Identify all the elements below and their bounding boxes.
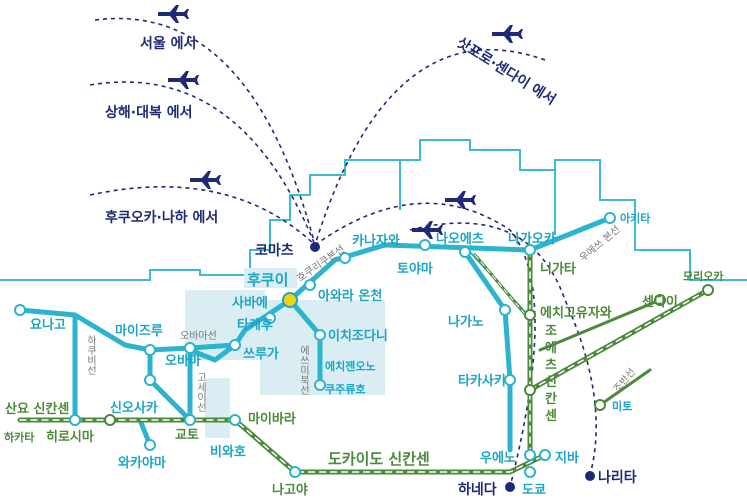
label-maibara: 마이바라 [248, 411, 296, 427]
label-joetsu-3: 츠 [545, 358, 557, 373]
station-markers-green [104, 284, 714, 426]
label-hakubi-line: 하쿠비선 [85, 334, 97, 375]
label-hokuriku-main-line: 호쿠리쿠본선 [295, 243, 347, 284]
airplane-icon [168, 71, 199, 89]
airplane-icon [190, 171, 221, 189]
label-toyama: 토야마 [397, 261, 433, 277]
label-joetsu-2: 에 [545, 340, 557, 356]
label-joetsu-4: 신 [545, 375, 557, 390]
label-obama-line: 오바마선 [180, 330, 217, 342]
label-ichijodani: 이치조다니 [328, 328, 388, 344]
label-joetsu-1: 조 [545, 324, 557, 339]
label-akita: 아키타 [620, 211, 651, 225]
label-kanazawa: 카나자와 [352, 233, 400, 249]
label-sabae: 사바에 [232, 295, 268, 311]
label-echigo-yuzawa: 에치고유자와 [540, 305, 612, 321]
label-obama: 오바마 [165, 353, 201, 369]
airplane-icons [158, 5, 523, 239]
label-joetsu-5: 칸 [545, 391, 557, 407]
region-outline [0, 139, 747, 281]
label-awara-onsen: 아와라 온천 [318, 288, 382, 304]
label-maizuru: 마이즈루 [115, 323, 163, 339]
label-sapporo-sendai: 삿포로·센다이 에서 [454, 34, 559, 108]
label-takasaki: 타카사키 [458, 373, 506, 389]
label-mito: 미토 [612, 399, 632, 413]
label-tsuruga: 쓰루가 [243, 347, 279, 362]
label-morioka: 모리오카 [683, 269, 723, 283]
label-nagano: 나가노 [448, 314, 484, 330]
label-hiroshima: 히로시마 [46, 429, 94, 445]
label-nagoya: 나고야 [272, 482, 308, 498]
label-fukuoka-naha: 후쿠오카·나하 에서 [105, 209, 218, 226]
label-yonago: 요나고 [30, 317, 66, 333]
label-kuzuryu: 쿠주류호 [325, 382, 365, 396]
label-chiba: 지바 [555, 450, 579, 466]
airplane-icon [445, 191, 476, 209]
label-etsumi-north-line: 에쓰미북선 [298, 345, 310, 395]
shinkansen-lines [17, 247, 711, 475]
label-seoul: 서울 에서 [140, 35, 196, 52]
label-kosei-line: 고세이선 [195, 372, 207, 412]
label-sanyo-shinkansen: 산요 신칸센 [5, 401, 69, 417]
airport-markers [310, 242, 595, 492]
label-nagaoka: 나가오카 [508, 231, 556, 247]
label-echizen-ono: 에치젠오노 [325, 359, 376, 373]
label-tokaido-shinkansen: 도카이도 신칸센 [328, 450, 430, 468]
airplane-icon [158, 5, 189, 23]
airplane-icon [412, 221, 443, 239]
label-biwako: 비와호 [210, 444, 246, 460]
airplane-icon [492, 25, 523, 43]
label-haneda: 하네다 [458, 481, 497, 498]
label-niigata: 니가타 [540, 261, 576, 277]
label-naoetsu: 나오에츠 [436, 231, 484, 247]
fukui-label-box [244, 268, 297, 288]
label-ueno: 우에노 [480, 450, 516, 466]
label-tokyo: 도쿄 [522, 483, 546, 498]
label-komatsu: 코마츠 [255, 243, 294, 259]
label-narita: 나리타 [598, 470, 637, 486]
label-kyoto: 교토 [175, 428, 199, 443]
label-takefu: 타케후 [237, 317, 273, 333]
label-sendai: 센다이 [642, 294, 678, 310]
label-shin-osaka: 신오사카 [110, 400, 158, 416]
label-shanghai-dalian: 상해·대복 에서 [105, 105, 192, 121]
label-fukui: 후쿠이 [247, 271, 288, 289]
label-wakayama: 와카야마 [118, 455, 166, 471]
fukui-hub-marker [282, 292, 298, 308]
label-joetsu-6: 센 [545, 408, 557, 424]
station-markers [14, 212, 616, 478]
label-hakata: 하카타 [4, 430, 35, 444]
